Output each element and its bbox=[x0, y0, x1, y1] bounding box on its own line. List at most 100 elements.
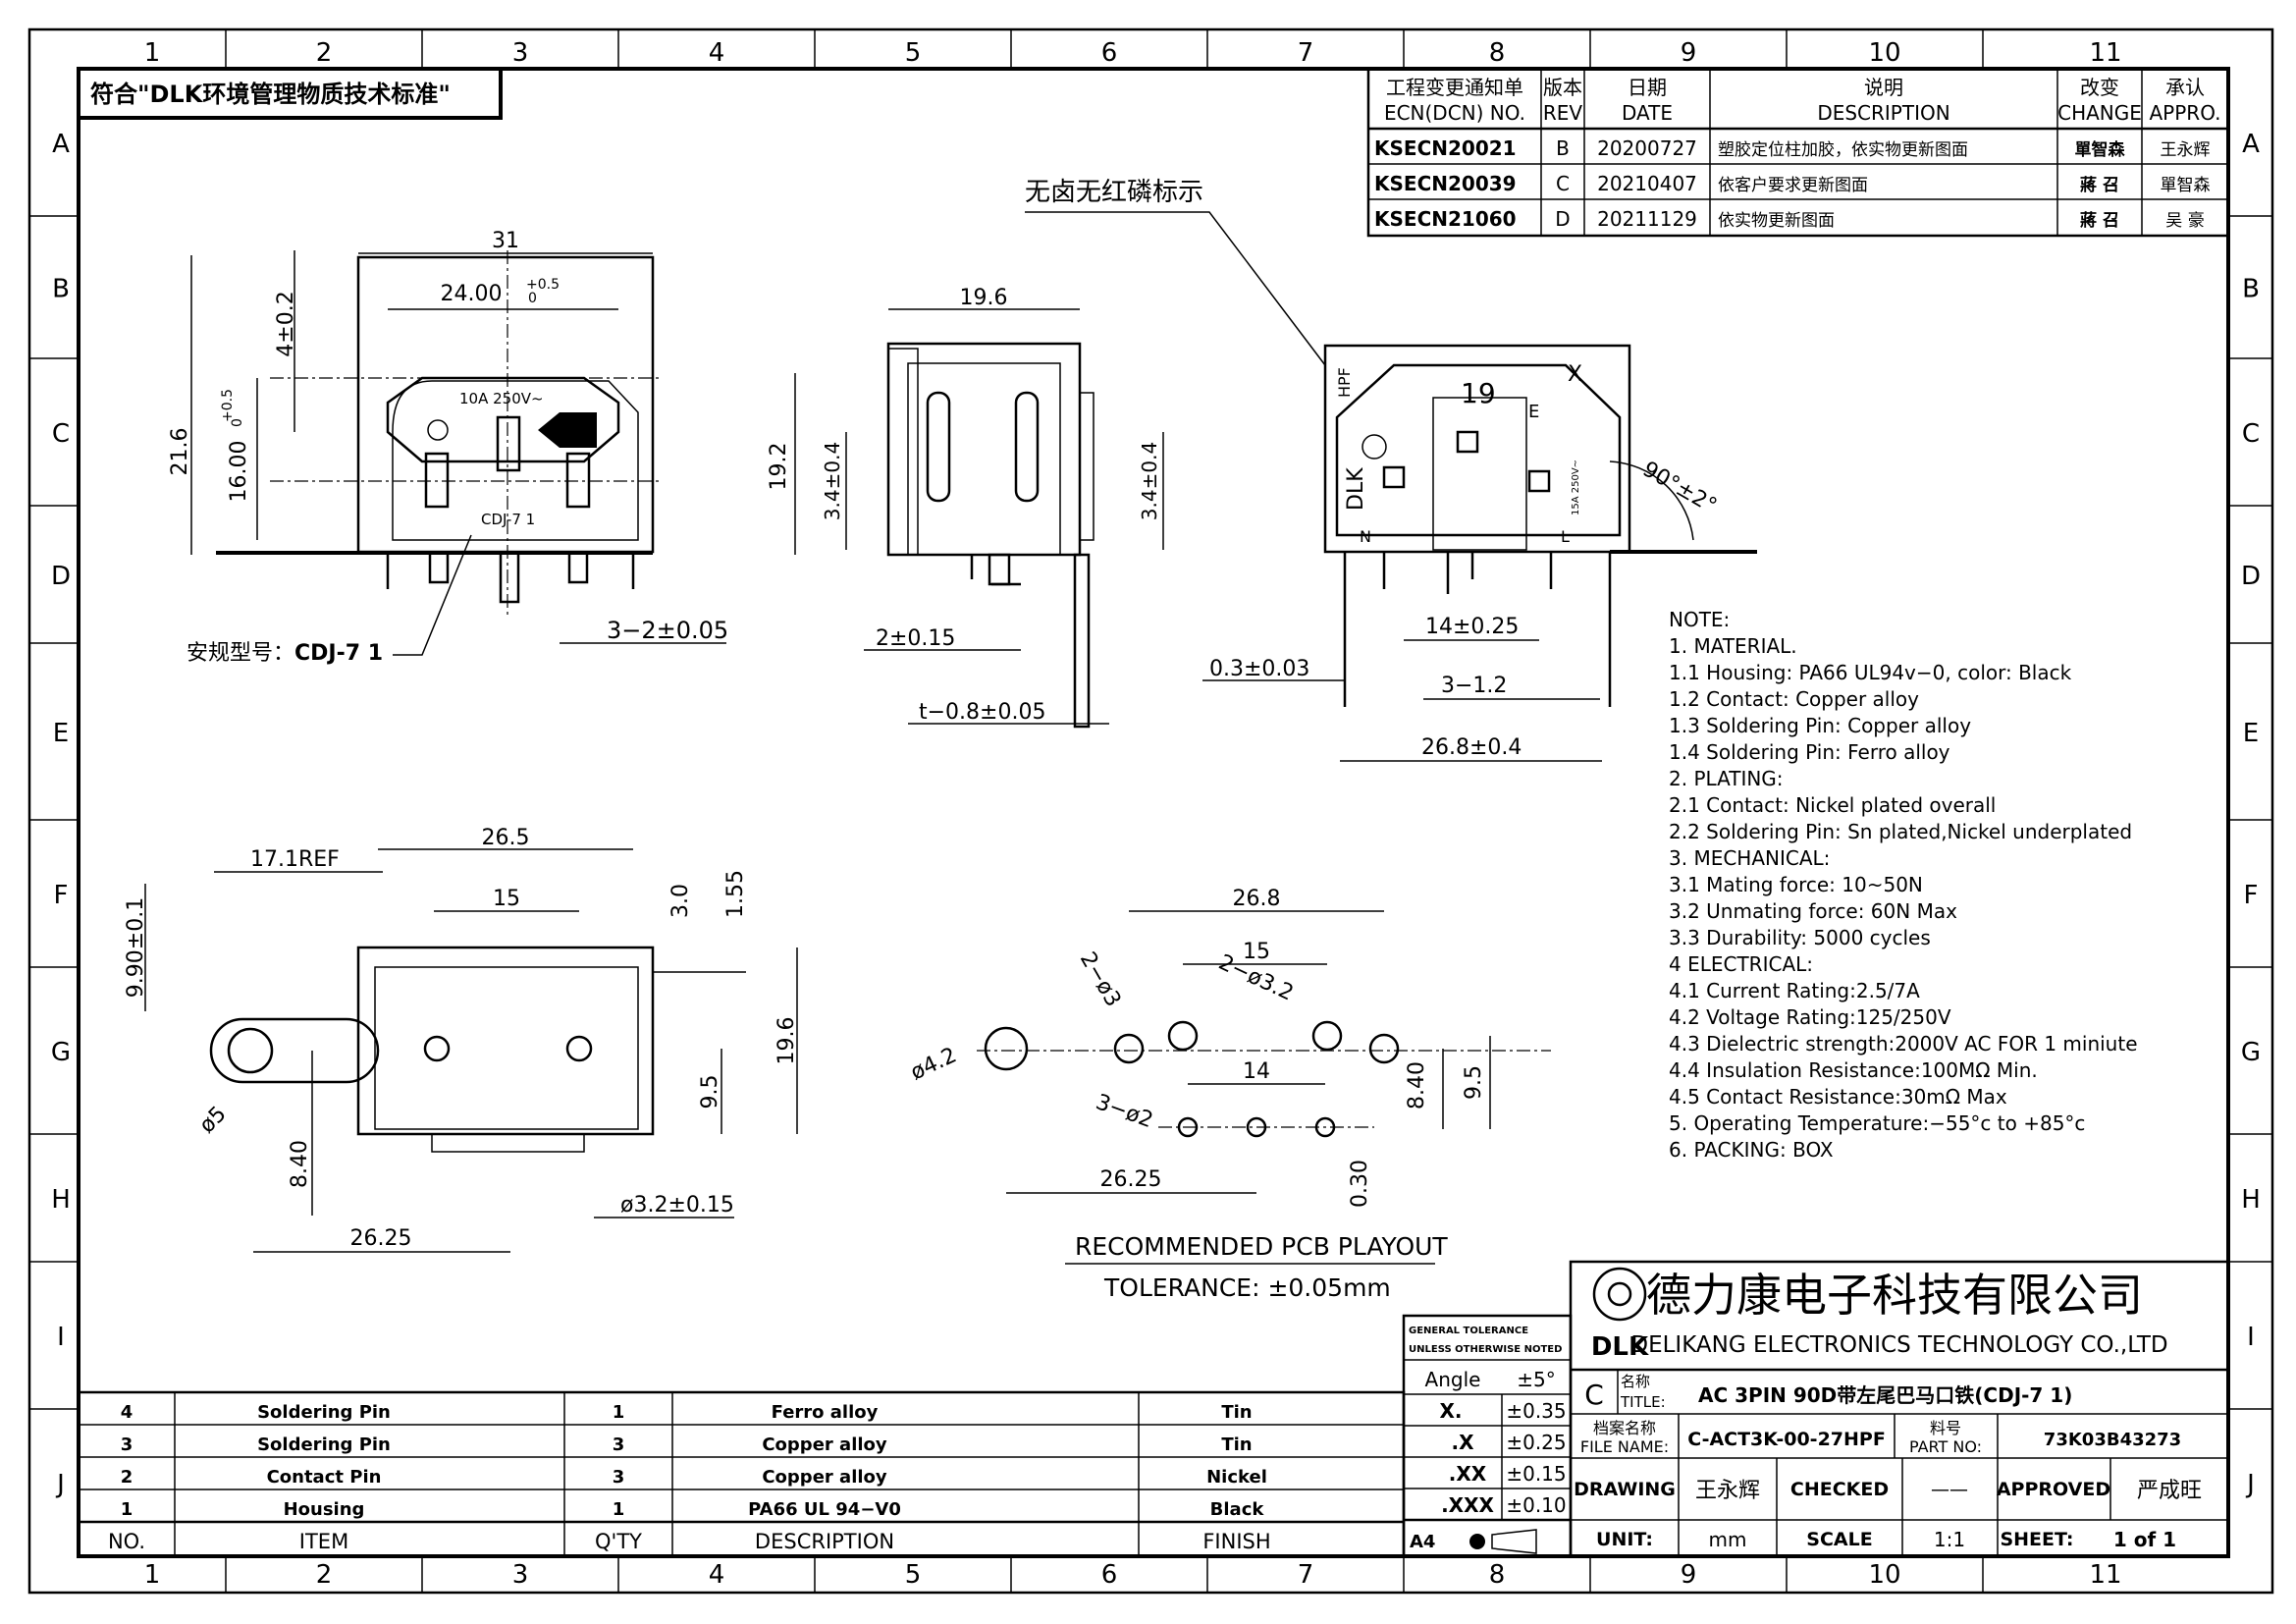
grid-row-label: E bbox=[53, 719, 69, 748]
dim-26-25: 26.25 bbox=[350, 1226, 412, 1251]
dim-1-55: 1.55 bbox=[723, 870, 748, 918]
bom-header-no: NO. bbox=[108, 1530, 145, 1553]
dim-16: 16.00 bbox=[227, 441, 251, 503]
grid-row-label: F bbox=[54, 881, 69, 910]
bom-cell-item: Contact Pin bbox=[267, 1467, 382, 1488]
grid-col-label: 4 bbox=[709, 38, 725, 68]
file-label-en: FILE NAME: bbox=[1580, 1437, 1669, 1456]
file-label-cn: 档案名称 bbox=[1593, 1419, 1656, 1437]
bom-cell-no: 2 bbox=[121, 1467, 133, 1488]
grid-col-label: 9 bbox=[1681, 38, 1697, 68]
top-view bbox=[209, 946, 746, 1153]
note-line: 5. Operating Temperature:−55°c to +85°c bbox=[1669, 1111, 2085, 1135]
note-line: 4.4 Insulation Resistance:100MΩ Min. bbox=[1669, 1058, 2038, 1082]
grid-row-label: C bbox=[2242, 419, 2260, 449]
rev-cell-desc: 依实物更新图面 bbox=[1718, 211, 1835, 231]
dim-3-0: 3.0 bbox=[668, 884, 693, 918]
dim-9-5: 9.5 bbox=[698, 1075, 722, 1110]
halogen-leader bbox=[1025, 211, 1326, 366]
dim-19-6-top: 19.6 bbox=[774, 1017, 799, 1065]
approved-label: APPROVED bbox=[1997, 1479, 2110, 1500]
outer-frame bbox=[27, 27, 2274, 1595]
dim-t: t−0.8±0.05 bbox=[919, 700, 1045, 725]
tol-x2: .X bbox=[1451, 1431, 1474, 1454]
notes-block: NOTE:1. MATERIAL.1.1 Housing: PA66 UL94v… bbox=[1669, 608, 2138, 1162]
note-line: 1.3 Soldering Pin: Copper alloy bbox=[1669, 714, 1971, 737]
checked-label: CHECKED bbox=[1790, 1479, 1889, 1500]
dim-31: 31 bbox=[492, 229, 519, 253]
revision-table: 工程变更通知单 ECN(DCN) NO. 版本 REV 日期 DATE 说明 D… bbox=[1366, 67, 2230, 238]
grid-col-label: 7 bbox=[1298, 38, 1314, 68]
bom-header-qty: Q'TY bbox=[595, 1530, 642, 1553]
rev-cell-desc: 塑胶定位柱加胶，依实物更新图面 bbox=[1718, 140, 1968, 160]
bom-cell-finish: Nickel bbox=[1206, 1467, 1267, 1488]
tol-angle-val: ±5° bbox=[1517, 1368, 1555, 1391]
unit-label: UNIT: bbox=[1596, 1529, 1653, 1550]
bom-cell-qty: 3 bbox=[613, 1435, 625, 1455]
rev-header-appro-cn: 承认 bbox=[2165, 76, 2205, 99]
rear-dlk: DLK bbox=[1344, 467, 1368, 511]
grid-row-label: I bbox=[2247, 1323, 2255, 1352]
pcb-dim-14: 14 bbox=[1243, 1059, 1270, 1084]
projection-cone bbox=[1491, 1529, 1537, 1554]
dim-3-4-left: 3.4±0.4 bbox=[821, 442, 844, 520]
dim-8-40: 8.40 bbox=[288, 1140, 312, 1188]
grid-col-label: 4 bbox=[709, 1560, 725, 1590]
bom-cell-no: 4 bbox=[121, 1402, 133, 1423]
pcb-dim-9-5: 9.5 bbox=[1462, 1065, 1486, 1100]
rev-cell-date: 20210407 bbox=[1597, 172, 1697, 195]
bom-cell-item: Soldering Pin bbox=[257, 1435, 391, 1455]
tol-x4: .XXX bbox=[1441, 1493, 1494, 1517]
bom-cell-desc: Ferro alloy bbox=[772, 1402, 879, 1423]
note-line: 3.3 Durability: 5000 cycles bbox=[1669, 926, 1931, 949]
dim-3-4-right: 3.4±0.4 bbox=[1138, 442, 1161, 520]
grid-col-label: 8 bbox=[1489, 1560, 1506, 1590]
grid-col-label: 2 bbox=[316, 38, 333, 68]
safety-model: CDJ-7 1 bbox=[294, 641, 383, 666]
note-line: 4.1 Current Rating:2.5/7A bbox=[1669, 979, 1920, 1002]
projection-symbol bbox=[1469, 1534, 1485, 1549]
rev-header-change-en: CHANGE bbox=[2057, 101, 2142, 125]
pcb-dims: 26.8 15 2−ø3 2−ø3.2 ø4.2 14 3−ø2 8.40 9.… bbox=[907, 887, 1491, 1302]
tol-x4-val: ±0.10 bbox=[1506, 1493, 1566, 1517]
grid-col-label: 5 bbox=[905, 38, 922, 68]
rev-header-rev-en: REV bbox=[1543, 101, 1583, 125]
note-line: 1.1 Housing: PA66 UL94v−0, color: Black bbox=[1669, 661, 2072, 684]
tol-x1: X. bbox=[1439, 1399, 1462, 1423]
company-en: DELIKANG ELECTRONICS TECHNOLOGY CO.,LTD bbox=[1630, 1332, 2167, 1358]
rev-header-date-en: DATE bbox=[1622, 101, 1673, 125]
bom-cell-qty: 1 bbox=[613, 1402, 625, 1423]
grid-col-label: 7 bbox=[1298, 1560, 1314, 1590]
dim-26-5: 26.5 bbox=[482, 826, 530, 850]
tol-general2: UNLESS OTHERWISE NOTED bbox=[1409, 1344, 1562, 1355]
grid-row-label: A bbox=[2242, 130, 2260, 159]
pcb-dim-26-8: 26.8 bbox=[1233, 887, 1281, 911]
grid-row-label: J bbox=[2245, 1470, 2255, 1499]
rev-cell-ecn: KSECN20021 bbox=[1374, 136, 1517, 160]
grid-row-label: A bbox=[52, 130, 70, 159]
grid-row-label: B bbox=[52, 275, 70, 304]
unit-value: mm bbox=[1709, 1528, 1747, 1551]
pcb-dim-2-phi3: 2−ø3 bbox=[1075, 948, 1126, 1011]
dim-phi3-2: ø3.2±0.15 bbox=[620, 1193, 734, 1218]
note-line: 4 ELECTRICAL: bbox=[1669, 952, 1813, 976]
pcb-dim-phi4-2: ø4.2 bbox=[907, 1043, 960, 1085]
grid-col-label: 6 bbox=[1101, 1560, 1118, 1590]
bom-header-desc: DESCRIPTION bbox=[755, 1530, 894, 1553]
front-view-dims: 31 24.00 +0.5 0 4±0.2 21.6 16.00 +0.5 0 … bbox=[168, 229, 728, 666]
note-line: 6. PACKING: BOX bbox=[1669, 1138, 1834, 1162]
title-label-en: TITLE: bbox=[1620, 1393, 1666, 1411]
rev-header-change-cn: 改变 bbox=[2080, 76, 2119, 99]
dim-19-2: 19.2 bbox=[767, 443, 791, 491]
grid-row-label: E bbox=[2243, 719, 2259, 748]
pcb-tolerance: TOLERANCE: ±0.05mm bbox=[1103, 1273, 1391, 1302]
dim-phi5: ø5 bbox=[195, 1102, 232, 1138]
grid-col-label: 5 bbox=[905, 1560, 922, 1590]
rev-cell-change: 單智森 bbox=[2075, 139, 2126, 160]
rev-cell-date: 20200727 bbox=[1597, 136, 1697, 160]
safety-label: 安规型号： bbox=[187, 641, 294, 666]
rev-cell-ecn: KSECN20039 bbox=[1374, 172, 1517, 195]
halogen-note: 无卤无红磷标示 bbox=[1025, 178, 1203, 207]
